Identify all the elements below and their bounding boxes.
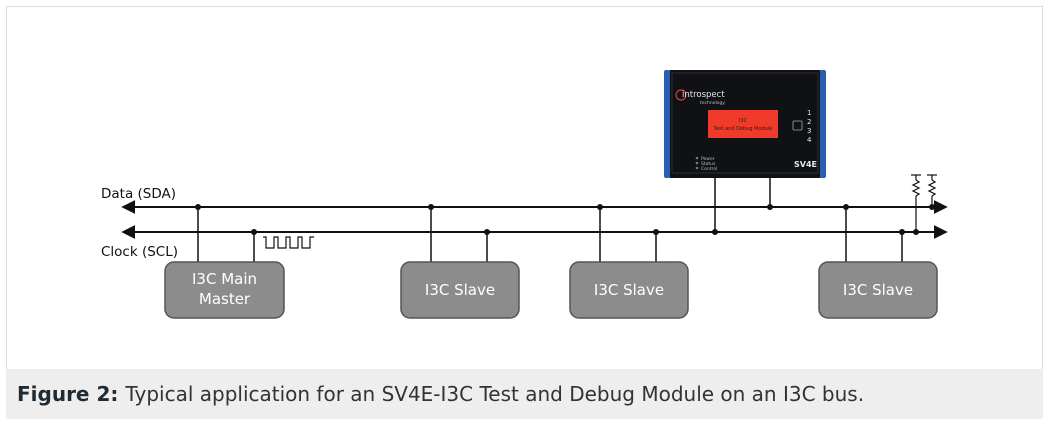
i3c-slave-box-1 (400, 261, 520, 319)
device-led-label-control: Control (701, 166, 717, 172)
device-led-label-power: Power (701, 156, 715, 162)
device-port-4: 4 (807, 136, 812, 144)
device-model: SV4E (794, 160, 817, 169)
i3c-slave-box-2 (569, 261, 689, 319)
data-line-label: Data (SDA) (101, 186, 176, 202)
device-led-label-status: Status (701, 161, 716, 167)
i3c-main-master-box (164, 261, 285, 319)
device-port-2: 2 (807, 118, 811, 126)
i3c-main-master-label-line1: I3C Main (192, 270, 257, 288)
sv4e-device: introspect technology I3C Test and Debug… (664, 70, 826, 178)
device-screen-line2: Test and Debug Module (713, 126, 773, 132)
figure-caption-text: Typical application for an SV4E-I3C Test… (125, 382, 865, 406)
i3c-slave-label-3: I3C Slave (843, 281, 913, 299)
device-brand: introspect (682, 90, 725, 100)
figure-caption: Figure 2: Typical application for an SV4… (6, 369, 1043, 419)
i3c-slave-box-3 (818, 261, 938, 319)
device-screen (708, 110, 778, 138)
clock-waveform-icon (263, 236, 314, 249)
device-port-1: 1 (807, 109, 811, 117)
usb-port-icon (792, 120, 803, 131)
pull-up-resistors (911, 174, 937, 232)
i3c-slave-label-2: I3C Slave (594, 281, 664, 299)
bus-connections (197, 178, 903, 262)
device-port-3: 3 (807, 127, 811, 135)
device-brand-sub: technology (700, 100, 725, 106)
i3c-main-master-label-line2: Master (199, 290, 251, 308)
bus-junctions (195, 204, 935, 235)
figure-caption-label: Figure 2: (17, 382, 119, 406)
clock-line-label: Clock (SCL) (101, 244, 178, 260)
device-screen-line1: I3C (739, 118, 748, 124)
i3c-slave-label-1: I3C Slave (425, 281, 495, 299)
introspect-logo-icon (675, 89, 687, 101)
